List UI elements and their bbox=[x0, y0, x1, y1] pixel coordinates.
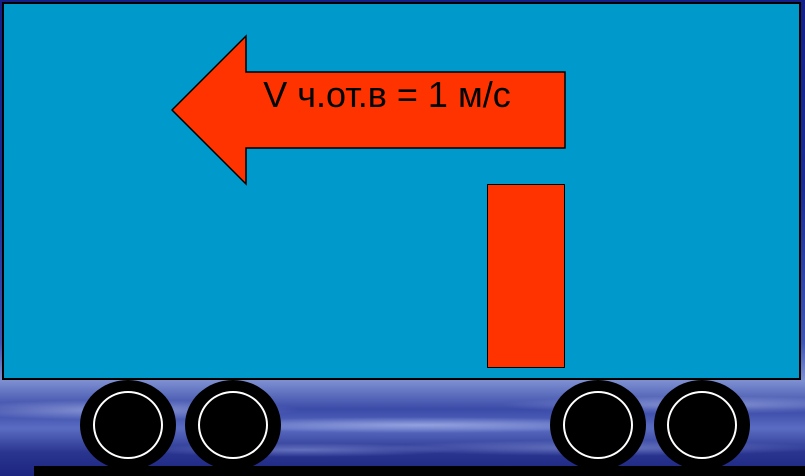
wheel-3 bbox=[550, 380, 646, 470]
wagon-body bbox=[2, 2, 801, 380]
wheel-2 bbox=[185, 380, 281, 470]
wheel-3-hub bbox=[563, 391, 633, 459]
wheel-2-hub bbox=[198, 391, 268, 459]
ground-line bbox=[34, 466, 805, 476]
person-block bbox=[487, 184, 565, 368]
velocity-arrow-shape bbox=[170, 34, 566, 186]
wheel-1-hub bbox=[93, 391, 163, 459]
wheel-4-hub bbox=[667, 391, 737, 459]
wheel-4 bbox=[654, 380, 750, 470]
wheel-1 bbox=[80, 380, 176, 470]
velocity-label: V ч.от.в = 1 м/с bbox=[263, 74, 511, 115]
